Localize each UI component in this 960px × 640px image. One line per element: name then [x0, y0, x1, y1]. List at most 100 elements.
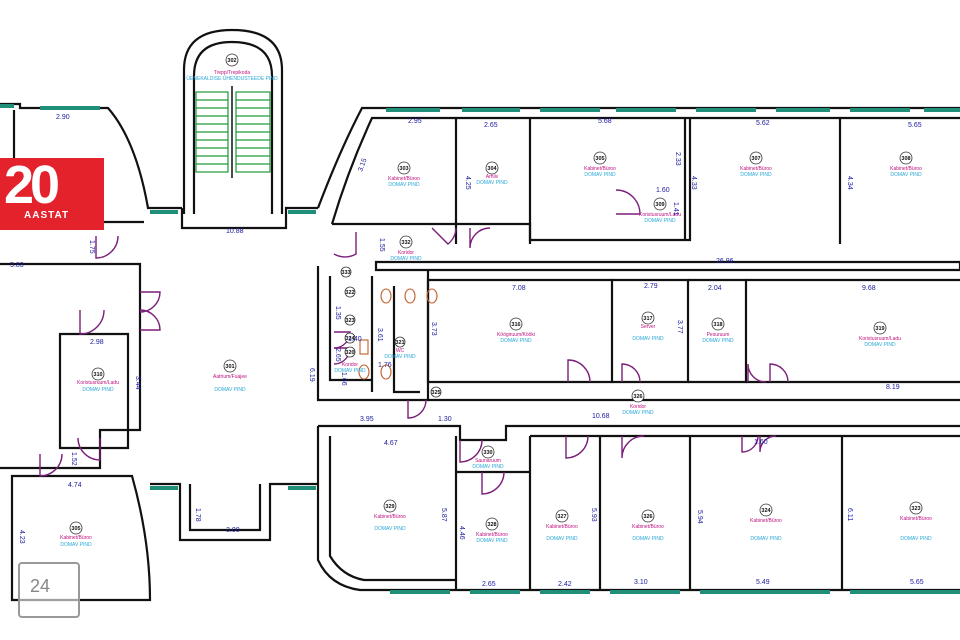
svg-text:Kabinet/Büroo: Kabinet/Büroo	[476, 532, 508, 538]
svg-text:3.95: 3.95	[360, 416, 374, 423]
svg-text:Kabinet/Büroo: Kabinet/Büroo	[890, 166, 922, 172]
room-328: 328 Kabinet/Büroo DOMAV PIND	[476, 517, 508, 544]
svg-text:DOMAV PIND: DOMAV PIND	[622, 410, 654, 416]
svg-text:1.78: 1.78	[194, 508, 201, 522]
svg-text:304: 304	[487, 166, 497, 172]
svg-text:324: 324	[345, 336, 355, 342]
svg-text:5.94: 5.94	[696, 510, 703, 524]
svg-text:DOMAV PIND: DOMAV PIND	[334, 368, 366, 374]
anniversary-number: 20	[4, 155, 60, 215]
svg-text:DOMAV PIND: DOMAV PIND	[546, 536, 578, 542]
svg-text:1.40: 1.40	[348, 336, 362, 343]
svg-text:Köögiruum/Kööki: Köögiruum/Kööki	[497, 332, 535, 338]
svg-text:4.33: 4.33	[690, 176, 697, 190]
svg-text:9.68: 9.68	[862, 285, 876, 292]
svg-text:DOMAV PIND: DOMAV PIND	[384, 354, 416, 360]
svg-text:5.87: 5.87	[440, 508, 447, 522]
svg-text:Kabinet/Büroo: Kabinet/Büroo	[750, 518, 782, 524]
room-317: 317 Server DOMAV PIND	[632, 311, 664, 342]
site-logo-number: 24	[30, 576, 51, 596]
svg-text:DOMAV PIND: DOMAV PIND	[644, 218, 676, 224]
svg-text:5.62: 5.62	[756, 120, 770, 127]
svg-text:5.49: 5.49	[756, 579, 770, 586]
room-305-left: 305 Kabinet/Büroo DOMAV PIND	[60, 521, 92, 548]
svg-text:Kabinet/Büroo: Kabinet/Büroo	[900, 516, 932, 522]
room-321: 321 WC DOMAV PIND	[384, 336, 416, 360]
svg-text:309: 309	[655, 202, 664, 208]
room-307: 307 Kabinet/Büroo DOMAV PIND	[740, 151, 772, 178]
svg-text:5.93: 5.93	[590, 508, 597, 522]
svg-text:1.60: 1.60	[656, 187, 670, 194]
svg-text:6.19: 6.19	[308, 368, 315, 382]
svg-text:DOMAV PIND: DOMAV PIND	[214, 387, 246, 393]
svg-text:DOMAV PIND: DOMAV PIND	[374, 526, 406, 532]
svg-text:302: 302	[227, 58, 236, 64]
svg-text:1.76: 1.76	[378, 362, 392, 369]
svg-text:Kabinet/Büroo: Kabinet/Büroo	[388, 176, 420, 182]
svg-text:1.41: 1.41	[672, 202, 679, 216]
svg-text:5.65: 5.65	[908, 122, 922, 129]
svg-text:5.68: 5.68	[598, 118, 612, 125]
wall-atrium-bottom-inner	[188, 484, 262, 532]
svg-text:DOMAV PIND: DOMAV PIND	[60, 542, 92, 548]
svg-text:Kabinet/Büroo: Kabinet/Büroo	[60, 535, 92, 541]
svg-text:Koristusruum/Ladu: Koristusruum/Ladu	[639, 212, 681, 218]
wall-atrium-bottom	[150, 482, 318, 542]
wall-corridor-top	[332, 118, 692, 242]
svg-text:3.15: 3.15	[357, 157, 368, 172]
svg-text:Kabinet/Büroo: Kabinet/Büroo	[584, 166, 616, 172]
svg-text:Koridor: Koridor	[398, 250, 414, 256]
wall-stair-landing	[180, 206, 318, 230]
room-301: 301 Aatrium/Fuajee DOMAV PIND	[213, 359, 247, 393]
svg-text:3.00: 3.00	[226, 527, 240, 534]
svg-text:3.77: 3.77	[676, 320, 683, 334]
room-308: 308 Kabinet/Büroo DOMAV PIND	[890, 151, 922, 178]
svg-text:2.42: 2.42	[558, 581, 572, 588]
wall-bottom-outer	[316, 426, 960, 592]
room-309: 309 Koristusruum/Ladu DOMAV PIND	[639, 197, 681, 224]
room-320: 320 Koridor DOMAV PIND	[334, 346, 366, 374]
svg-text:4.46: 4.46	[458, 526, 465, 540]
wall-lower-corridor	[318, 398, 960, 442]
room-316: 316 Köögiruum/Kööki DOMAV PIND	[497, 317, 535, 344]
svg-text:DOMAV PIND: DOMAV PIND	[740, 172, 772, 178]
svg-text:318: 318	[713, 322, 722, 328]
svg-text:307: 307	[751, 156, 760, 162]
walls	[0, 28, 960, 602]
svg-text:328: 328	[487, 522, 496, 528]
room-304: 304 Arhiiv DOMAV PIND	[476, 161, 508, 186]
svg-text:3.44: 3.44	[134, 376, 141, 390]
svg-text:4.67: 4.67	[384, 440, 398, 447]
svg-text:1.30: 1.30	[438, 416, 452, 423]
svg-text:329: 329	[385, 504, 394, 510]
svg-text:DOMAV PIND: DOMAV PIND	[750, 536, 782, 542]
svg-text:2.65: 2.65	[484, 122, 498, 129]
svg-text:Kabinet/Büroo: Kabinet/Büroo	[740, 166, 772, 172]
room-319: 319 Koristusruum/Ladu DOMAV PIND	[859, 321, 901, 348]
wall-bottom-top	[456, 434, 960, 474]
svg-text:4.25: 4.25	[464, 176, 471, 190]
room-332: 332 Koridor DOMAV PIND	[390, 235, 422, 262]
svg-text:3.61: 3.61	[376, 328, 383, 342]
svg-text:2.33: 2.33	[674, 152, 681, 166]
room-326-corridor: 326 Koridor DOMAV PIND	[622, 389, 654, 416]
svg-text:2.90: 2.90	[56, 114, 70, 121]
wall-top-right-outer	[316, 106, 960, 209]
room-330: 330 Saunaruum DOMAV PIND	[472, 445, 504, 470]
svg-text:Koridor: Koridor	[342, 362, 358, 368]
wall-left-room305	[10, 474, 152, 602]
svg-text:326: 326	[633, 394, 642, 400]
svg-text:327: 327	[557, 514, 566, 520]
anniversary-logo: 20 AASTAT	[0, 155, 104, 230]
svg-text:4.34: 4.34	[846, 176, 853, 190]
svg-text:2.65: 2.65	[482, 581, 496, 588]
wall-service-inner	[328, 276, 420, 394]
svg-text:DOMAV PIND: DOMAV PIND	[390, 256, 422, 262]
svg-text:3.10: 3.10	[634, 579, 648, 586]
wall-bottom-inner	[328, 436, 456, 582]
svg-text:317: 317	[643, 316, 652, 322]
room-318: 318 Pesuruum DOMAV PIND	[702, 317, 734, 344]
svg-text:10.88: 10.88	[226, 228, 244, 235]
anniversary-text: AASTAT	[24, 210, 70, 221]
svg-text:305: 305	[595, 156, 604, 162]
